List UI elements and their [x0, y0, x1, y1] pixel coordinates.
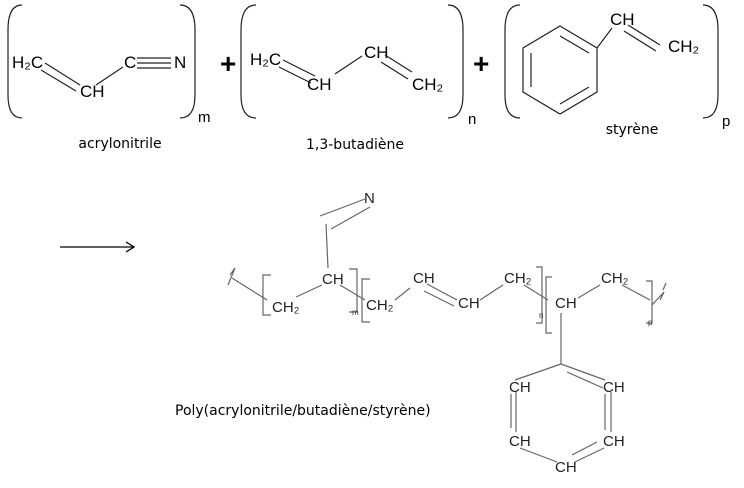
- atom-label: CH: [80, 82, 105, 101]
- chain-bonds: [394, 283, 549, 307]
- monomer-name: styrène: [606, 122, 659, 138]
- repeat-index: p: [648, 318, 653, 327]
- atom-label: N: [174, 53, 186, 72]
- chain-bonds: [227, 267, 323, 301]
- atom-label: CH: [307, 75, 332, 94]
- bonds: [596, 24, 661, 52]
- acrylonitrile-monomer: H₂C CH C N m acrylonitrile: [7, 4, 211, 152]
- left-bracket: [7, 4, 23, 119]
- atom-label: CH: [555, 459, 577, 476]
- brackets: [536, 266, 552, 334]
- repeat-index: m: [198, 109, 211, 126]
- right-bracket: [447, 4, 464, 119]
- bonds: [40, 57, 171, 92]
- chain-bonds: [339, 284, 366, 301]
- repeat-index: p: [722, 113, 730, 130]
- atom-label: CH₂: [668, 37, 699, 56]
- chain-bonds: [577, 280, 667, 324]
- atom-label: CH: [603, 433, 625, 450]
- left-bracket: [504, 4, 521, 119]
- polymer-name: Poly(acrylonitrile/butadiène/styrène): [175, 403, 431, 419]
- phenyl-bonds: [510, 313, 612, 463]
- monomer-name: 1,3-butadiène: [306, 137, 404, 153]
- atom-label: N: [364, 190, 375, 207]
- repeat-index: n: [468, 111, 476, 128]
- atom-label: CH₂: [272, 299, 300, 316]
- repeat-index: m: [352, 308, 359, 317]
- atom-label: CH: [555, 295, 577, 312]
- atom-label: CH: [603, 379, 625, 396]
- atom-label: CH₂: [504, 270, 532, 287]
- nitrile-bonds: [319, 198, 371, 269]
- bonds: [278, 54, 413, 84]
- right-bracket: [702, 4, 719, 119]
- repeat-index: n: [539, 311, 543, 320]
- atom-label: CH₂: [366, 297, 394, 314]
- atom-label: CH: [458, 295, 480, 312]
- atom-label: CH₂: [601, 270, 629, 287]
- monomer-name: acrylonitrile: [78, 136, 161, 152]
- butadiene-monomer: H₂C CH CH CH₂ n 1,3-butadiène: [240, 4, 476, 153]
- atom-label: C: [124, 53, 136, 72]
- atom-label: CH: [364, 43, 389, 62]
- styrene-monomer: CH CH₂ p styrène: [504, 4, 730, 138]
- atom-label: CH: [413, 270, 435, 287]
- reaction-arrow: [60, 241, 136, 253]
- right-bracket: [179, 4, 196, 119]
- atom-label: CH: [322, 271, 344, 288]
- ring-double-bonds: [530, 35, 590, 105]
- polymer-structure: N CH CH₂ m CH₂ CH CH CH₂ n CH CH₂ p CH C…: [175, 190, 667, 476]
- atom-label: CH: [610, 10, 635, 29]
- atom-label: CH: [509, 379, 531, 396]
- left-bracket: [240, 4, 257, 119]
- plus-sign: +: [473, 48, 489, 79]
- benzene-ring: [522, 25, 598, 115]
- atom-label: H₂C: [250, 50, 281, 69]
- atom-label: CH₂: [412, 75, 443, 94]
- atom-label: CH: [509, 433, 531, 450]
- brackets: [262, 268, 370, 323]
- atom-label: H₂C: [12, 53, 43, 72]
- plus-sign: +: [220, 48, 236, 79]
